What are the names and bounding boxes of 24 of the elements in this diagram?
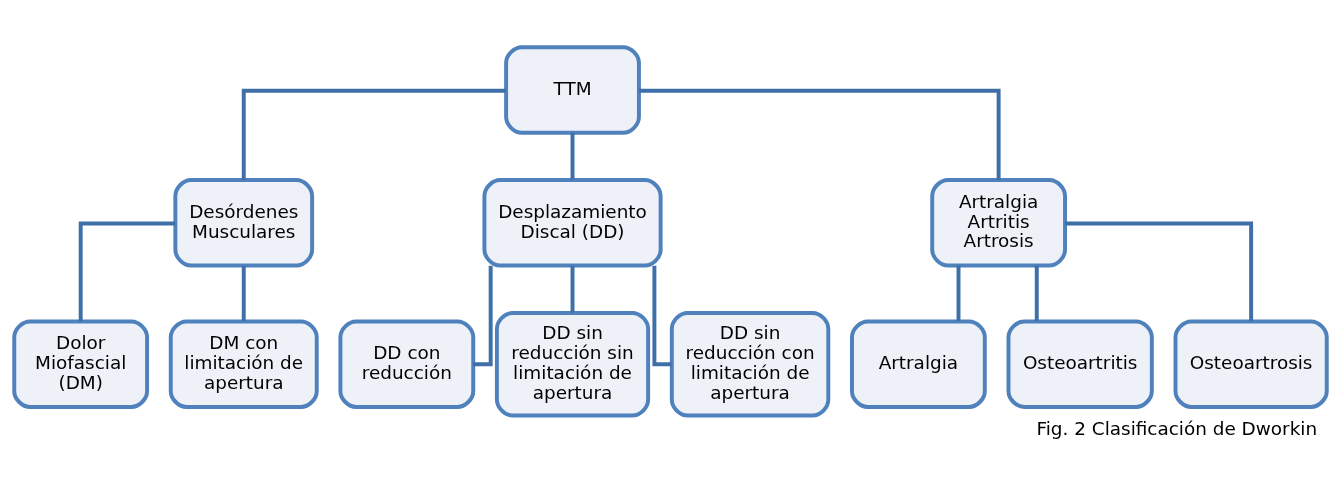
connector [570, 265, 575, 313]
node-box: Osteoartritis [1006, 319, 1154, 409]
connector [956, 265, 961, 321]
node-box: Desórdenes Musculares [173, 177, 315, 268]
connector [473, 265, 493, 366]
node-box: DD con reducción [338, 319, 476, 409]
node-box: Desplazamiento Discal (DD) [482, 177, 663, 268]
connector [78, 221, 176, 321]
connector [639, 88, 1001, 180]
connector [241, 88, 506, 180]
node-box: DD sin reducción con limitación de apertura [669, 310, 831, 417]
connector [1065, 221, 1254, 321]
connector [1034, 265, 1039, 321]
node-box: Dolor Miofascial (DM) [12, 319, 150, 409]
node-box: DM con limitación de apertura [168, 319, 319, 409]
node-box: Osteoartrosis [1173, 319, 1329, 409]
connector [652, 265, 672, 366]
connector [241, 265, 246, 321]
connector [570, 132, 575, 180]
node-box: TTM [504, 44, 641, 135]
caption: Fig. 2 Clasificación de Dworkin [1036, 417, 1318, 439]
node-box: Artralgia Artritis Artrosis [930, 177, 1067, 268]
node-box: Artralgia [850, 319, 987, 409]
node-box: DD sin reducción sin limitación de apertura [494, 310, 651, 417]
